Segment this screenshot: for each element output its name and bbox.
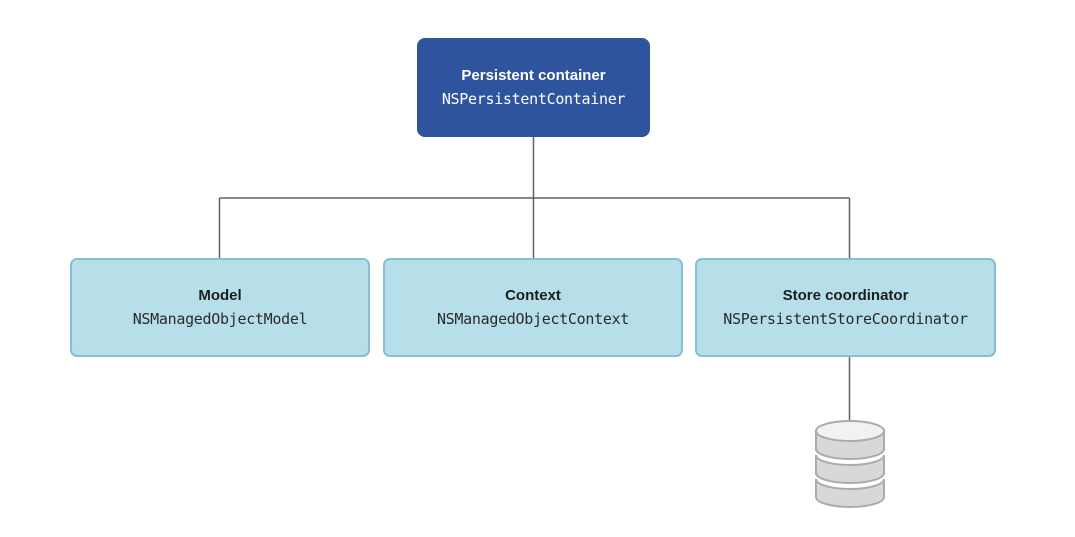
node-persistent-container: Persistent container NSPersistentContain… [417,38,650,137]
node-class-name: NSManagedObjectModel [132,310,308,328]
node-store-coordinator: Store coordinator NSPersistentStoreCoord… [695,258,996,357]
node-class-name: NSPersistentContainer [441,90,626,108]
node-title: Model [198,287,242,304]
node-class-name: NSPersistentStoreCoordinator [723,310,968,328]
node-context: Context NSManagedObjectContext [383,258,683,357]
node-title: Persistent container [461,67,606,84]
node-class-name: NSManagedObjectContext [436,310,630,328]
database-cylinder-icon [815,420,885,508]
node-title: Store coordinator [782,287,909,304]
node-title: Context [505,287,561,304]
node-model: Model NSManagedObjectModel [70,258,370,357]
